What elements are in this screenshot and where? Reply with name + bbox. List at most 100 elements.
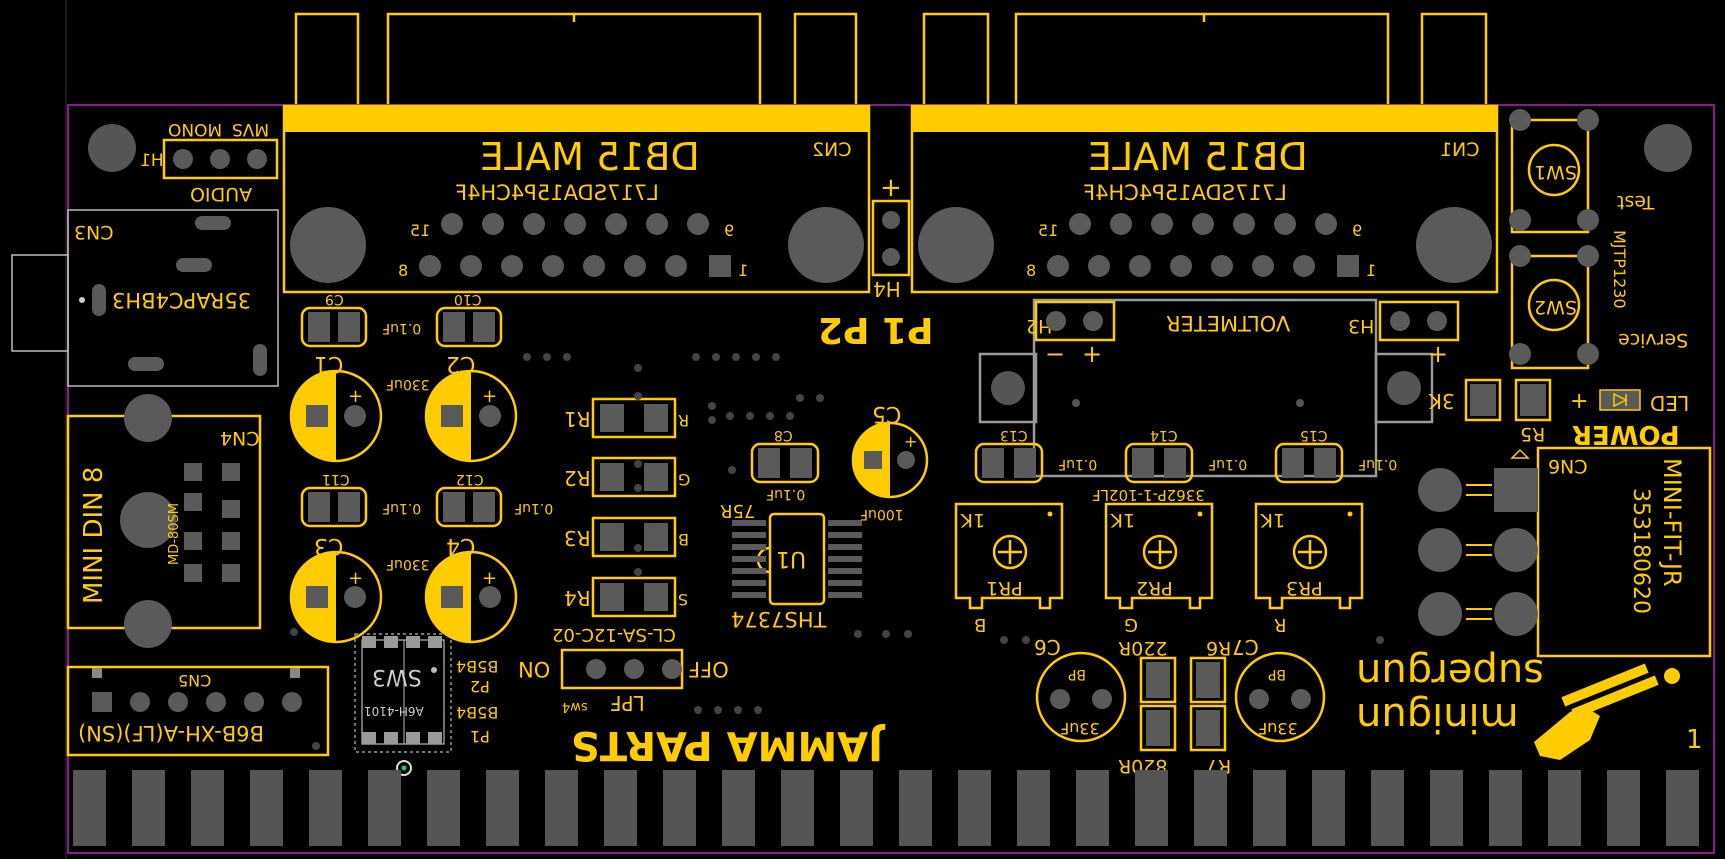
cn2-pin1-label: 1 <box>738 261 748 280</box>
c4-capacitor[interactable]: + C4 <box>424 533 518 644</box>
mjtp-label: MJTP1230 <box>1610 230 1629 309</box>
c12-value: 0.1uF <box>514 500 553 516</box>
r6-value: 220R <box>1118 637 1167 659</box>
cn1-part-number: L717SDA15P4CH4F <box>1083 181 1287 205</box>
r3-ref: R3 <box>564 526 591 550</box>
pr3-trimpot[interactable]: 1K PR3 R <box>1254 502 1364 635</box>
pr1-value: 1K <box>960 509 985 531</box>
h3-plus: + <box>1428 340 1448 368</box>
h3-ref: H3 <box>1348 315 1374 337</box>
r5-resistor[interactable]: 3K R5 <box>1428 378 1552 445</box>
c14-capacitor[interactable]: C14 0.1uF <box>1124 427 1247 484</box>
cn5-connector[interactable]: CN5 B6B-XH-A(LF)(SN) <box>66 665 330 757</box>
c7-value: 33uF <box>1258 719 1298 738</box>
sw3-dip-switch[interactable]: SW3 A6H-4101 B5B4 P2 B5B4 P1 <box>354 633 498 776</box>
c12-capacitor[interactable]: C12 0.1uF <box>435 471 553 528</box>
c8-capacitor[interactable]: C8 0.1uF <box>750 427 820 502</box>
jamma-edge-connector[interactable] <box>73 770 1699 846</box>
c3-capacitor[interactable]: + C3 <box>289 533 383 644</box>
c12-ref: C12 <box>456 471 484 487</box>
pr1-ref: PR1 <box>986 577 1023 599</box>
p2-small-label: P2 <box>470 677 490 696</box>
db15-top-flanges <box>294 12 1488 104</box>
h1-mount-hole <box>88 124 136 172</box>
cn3-plug <box>11 254 69 352</box>
c13-value: 0.1uF <box>1058 456 1097 472</box>
power-label: POWER <box>1572 419 1680 449</box>
pr3-signal: R <box>1274 614 1287 635</box>
c1-capacitor[interactable]: + C1 <box>289 351 383 463</box>
c11-capacitor[interactable]: C11 0.1uF <box>300 471 421 528</box>
c13-capacitor[interactable]: C13 0.1uF <box>974 427 1097 484</box>
r3-signal: B <box>678 530 689 549</box>
pr2-trimpot[interactable]: 1K PR2 G <box>1104 502 1214 635</box>
sw1-ref: SW1 <box>1534 161 1577 183</box>
c6-ref: C6 <box>1034 635 1061 659</box>
r2-resistor[interactable]: R2 G <box>564 456 690 498</box>
c10-capacitor[interactable]: C10 <box>435 291 503 348</box>
r3-resistor[interactable]: R3 B <box>564 516 689 558</box>
pr3-value: 1K <box>1260 509 1285 531</box>
r4-resistor[interactable]: R4 S <box>564 576 688 618</box>
sw1-test-button[interactable]: SW1 Test <box>1509 109 1692 234</box>
mini-din-label: MINI DIN 8 <box>79 467 109 604</box>
h2-header[interactable]: − + <box>1034 300 1116 368</box>
cn3-part-number: 35RAPC4BH3 <box>112 288 251 312</box>
md80sm-label: MD-80SM <box>167 503 182 565</box>
mvs-label: MVS <box>232 119 269 139</box>
cn2-pin9-label: 9 <box>724 221 734 240</box>
sw4-lpf-switch[interactable]: ON OFF sw4 LPF CL-SA-12C-02 <box>518 624 729 715</box>
mini-fit-label: MINI-FIT-JR <box>1658 458 1686 587</box>
h3-header[interactable]: + <box>1378 300 1460 368</box>
r7-resistor[interactable]: R7 820R <box>1118 704 1231 777</box>
u1-ths7374-chip[interactable]: U1 THS7374 <box>731 512 862 631</box>
c6-capacitor[interactable]: BP C6 33uF <box>1034 635 1127 743</box>
cn2-db15-connector[interactable]: DB15 MALE L717SDA15P4CH4F CN2 15 9 8 1 <box>282 104 871 294</box>
sw2-service-button[interactable]: SW2 MJTP1230 Service <box>1509 230 1688 370</box>
rotate-handle-icon[interactable] <box>396 760 412 776</box>
cn1-body <box>910 104 1499 294</box>
minigun-supergun-logo: supergun minigun 1 <box>1356 650 1703 760</box>
pr1-trimpot[interactable]: 1K PR1 B <box>954 502 1064 635</box>
c2-capacitor[interactable]: + C2 <box>424 351 518 463</box>
h2-minus: − <box>1045 340 1065 368</box>
cn3-ref: CN3 <box>74 221 114 243</box>
cn6-ref: CN6 <box>1548 455 1588 477</box>
r6-resistor[interactable]: R6 220R <box>1118 637 1231 704</box>
cn2-title: DB15 MALE <box>480 135 700 179</box>
cn1-db15-connector[interactable]: DB15 MALE L717SDA15P4CH4F CN1 15 9 8 1 <box>910 104 1499 294</box>
c2-ref: C2 <box>446 351 475 376</box>
c5-value: 100uF <box>860 506 904 522</box>
led-label: LED <box>1650 391 1689 415</box>
h2-ref: H2 <box>1026 315 1052 337</box>
mono-label: MONO <box>168 119 222 139</box>
vias <box>290 353 1384 750</box>
pin1-marker: 1 <box>1686 725 1703 755</box>
c15-capacitor[interactable]: C15 0.1uF <box>1274 427 1397 484</box>
c6-value: 33uF <box>1060 719 1100 738</box>
cn3-audio-jack[interactable]: CN3 35RAPC4BH3 <box>11 209 279 387</box>
c7-capacitor[interactable]: BP C7 33uF <box>1232 635 1326 743</box>
power-led[interactable]: + LED POWER <box>1570 389 1689 449</box>
voltmeter-module[interactable]: VOLTMETER H2 H3 <box>978 298 1434 478</box>
r2-ref: R2 <box>564 466 591 490</box>
lpf-label: LPF <box>610 691 645 715</box>
c9-capacitor[interactable]: C9 0.1uF <box>300 291 421 348</box>
h2-plus: + <box>1082 340 1102 368</box>
cn2-pins <box>419 213 731 277</box>
lpf-off-label: OFF <box>688 657 729 681</box>
c5-capacitor[interactable]: + C5 100uF <box>851 401 929 522</box>
h4-ref: H4 <box>873 277 901 301</box>
test-label: Test <box>1617 191 1655 213</box>
h4-header[interactable]: + H4 <box>871 173 911 301</box>
r1-resistor[interactable]: R1 R <box>564 397 689 439</box>
cn6-power-connector[interactable]: CN6 MINI-FIT-JR 353180620 <box>1418 446 1712 658</box>
pot-part-number: 3362P-1-102LF <box>1092 486 1205 504</box>
r4-ref: R4 <box>564 586 591 610</box>
minigun-logo-text: minigun <box>1356 694 1519 740</box>
cn4-mini-din[interactable]: CN4 MINI DIN 8 MD-80SM <box>66 394 262 648</box>
c5-ref: C5 <box>872 401 901 426</box>
jamma-parts-logo: JAMMA PARTS <box>571 722 886 768</box>
h1-audio-header[interactable]: H1 MONO MVS AUDIO <box>88 119 279 205</box>
